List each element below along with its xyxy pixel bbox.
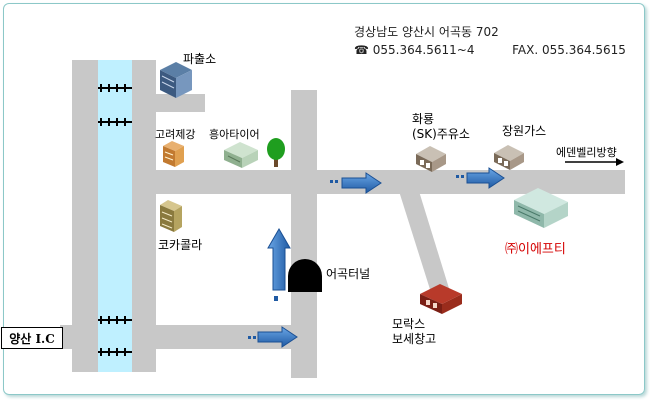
jangwon-gas-label: 장원가스	[502, 124, 547, 138]
gas-station-label: 화룡 (SK)주유소	[412, 112, 470, 141]
arrow-right-east	[466, 167, 505, 189]
coca-cola-label: 코카콜라	[158, 238, 203, 252]
arrow-right-bottom	[257, 326, 298, 348]
bridge-second	[98, 118, 132, 126]
map-frame	[3, 3, 645, 395]
police-box-road	[150, 94, 205, 112]
gas-station-building-icon	[416, 146, 446, 172]
main-horizontal-road	[155, 170, 625, 194]
road-dashes	[248, 175, 464, 339]
arrow-up-center	[267, 228, 291, 291]
morax-warehouse-building-icon	[420, 284, 462, 314]
tree-icon	[267, 138, 285, 167]
bridge-bottom	[98, 348, 132, 356]
address-text: 경상남도 양산시 어곡동 702	[354, 25, 499, 39]
goryeo-steel-building-icon	[163, 141, 184, 167]
goryeo-steel-label: 고려제강	[155, 128, 196, 141]
hungah-tire-building-icon	[224, 142, 258, 168]
river	[98, 60, 132, 372]
direction-label: 에덴벨리방향	[556, 146, 617, 159]
bridges	[98, 84, 132, 356]
arrow-right-center	[341, 172, 382, 194]
fax-number: FAX. 055.364.5615	[512, 43, 626, 57]
morax-warehouse-label: 모락스 보세창고	[392, 317, 437, 346]
jangwon-gas-building-icon	[494, 145, 524, 170]
phone-number: 055.364.5611~4	[372, 43, 475, 57]
coca-cola-building-icon	[160, 200, 182, 232]
police-box-building-icon	[160, 62, 192, 98]
company-building-icon	[514, 188, 568, 228]
diagonal-road	[398, 188, 452, 302]
arrows	[257, 167, 505, 348]
yangsan-ic-label: 양산 I.C	[1, 327, 63, 349]
bridge-third	[98, 316, 132, 324]
contact-line: ☎ 055.364.5611~4 FAX. 055.364.5615	[354, 43, 626, 57]
hungah-tire-label: 흥아타이어	[209, 128, 260, 141]
police-box-label: 파출소	[183, 52, 217, 66]
tunnel-icon	[288, 259, 322, 292]
tunnel-label: 어곡터널	[326, 267, 371, 281]
phone-icon: ☎	[354, 43, 369, 57]
direction-arrow-icon	[565, 158, 624, 166]
company-label: ㈜이에프티	[505, 242, 566, 257]
bridge-top	[98, 84, 132, 92]
